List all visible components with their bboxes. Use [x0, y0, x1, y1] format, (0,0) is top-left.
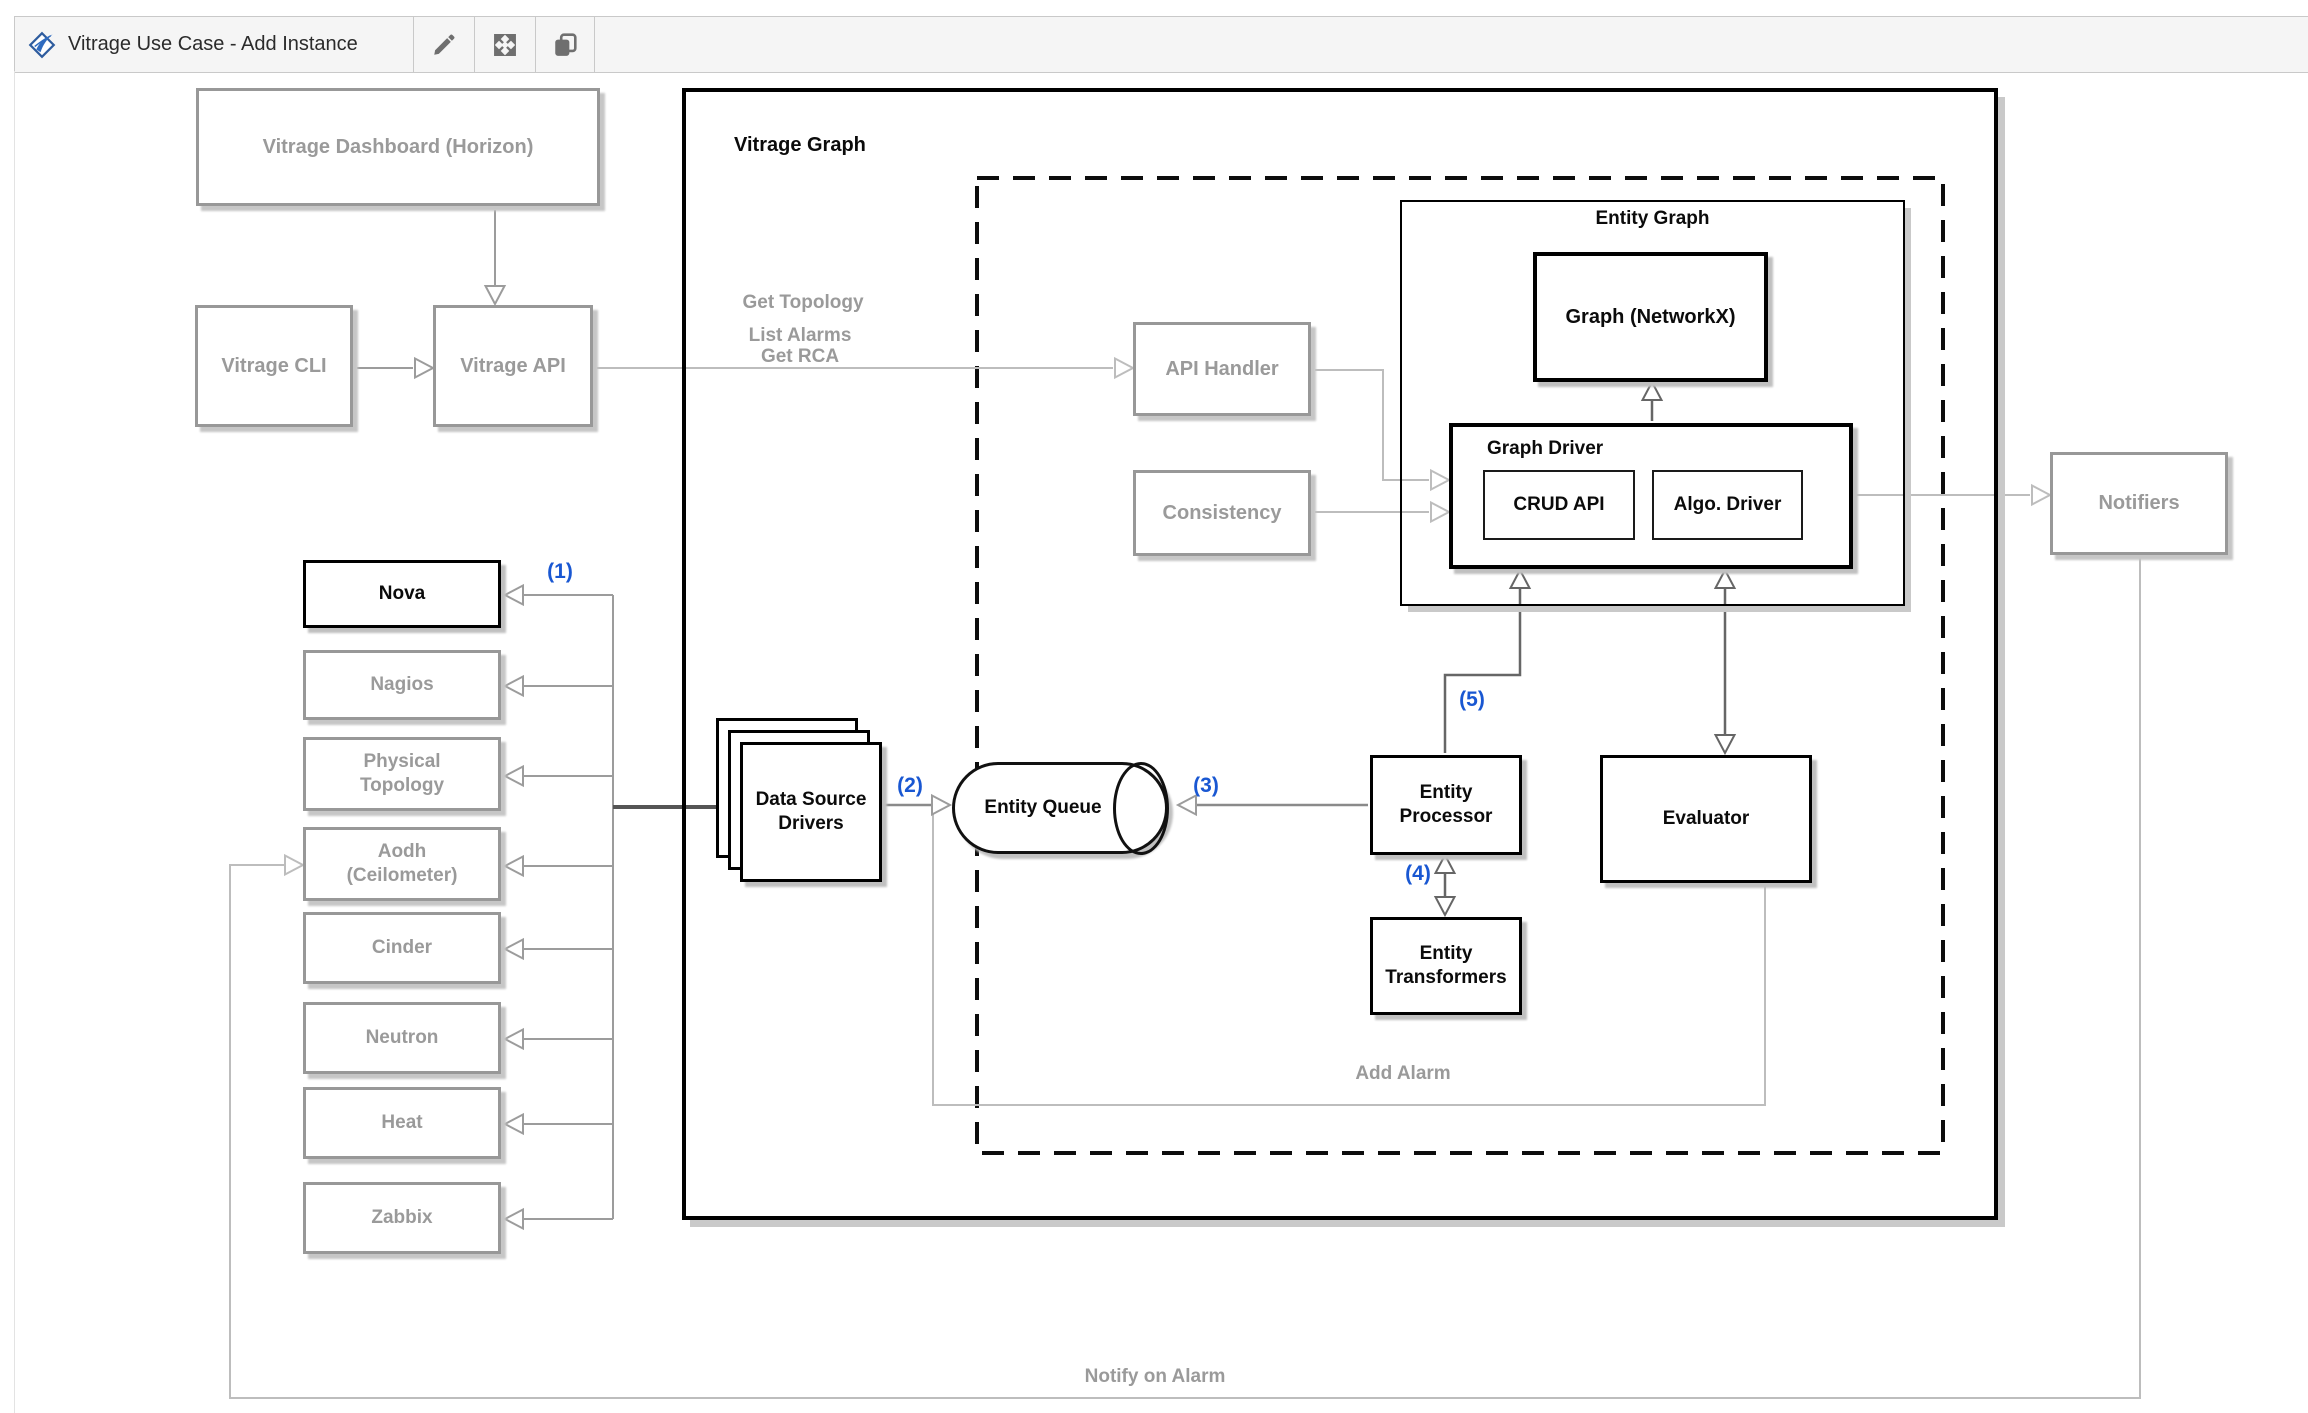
expand-icon [492, 32, 518, 58]
copy-icon [552, 32, 578, 58]
diagram-toolbar: Vitrage Use Case - Add Instance [14, 16, 2308, 73]
node-consistency: Consistency [1133, 470, 1311, 556]
graph-driver-container: Graph Driver CRUD API Algo. Driver [1449, 423, 1853, 569]
node-heat: Heat [303, 1087, 501, 1159]
node-evaluator: Evaluator [1600, 755, 1812, 883]
vitrage-graph-title: Vitrage Graph [734, 134, 866, 156]
node-vitrage-cli: Vitrage CLI [195, 305, 353, 427]
fullscreen-button[interactable] [474, 17, 535, 72]
label-get-rca: Get RCA [760, 346, 840, 367]
node-aodh: Aodh (Ceilometer) [303, 827, 501, 901]
entity-queue-label: Entity Queue [984, 797, 1102, 819]
node-vitrage-dashboard: Vitrage Dashboard (Horizon) [196, 88, 600, 206]
step-4-label: (4) [1405, 862, 1431, 885]
step-5-label: (5) [1459, 688, 1485, 711]
node-nagios: Nagios [303, 650, 501, 720]
label-list-alarms: List Alarms [748, 325, 852, 346]
node-neutron: Neutron [303, 1002, 501, 1074]
node-entity-processor: Entity Processor [1370, 755, 1522, 855]
node-nova: Nova [303, 560, 501, 628]
label-get-topology: Get Topology [742, 292, 864, 313]
pencil-icon [431, 32, 457, 58]
queue-cylinder-cap [1112, 761, 1169, 855]
node-vitrage-api: Vitrage API [433, 305, 593, 427]
node-algo-driver: Algo. Driver [1652, 470, 1803, 540]
step-3-label: (3) [1193, 774, 1219, 797]
node-api-handler: API Handler [1133, 322, 1311, 416]
graph-driver-title: Graph Driver [1487, 438, 1604, 459]
copy-button[interactable] [535, 17, 595, 72]
node-zabbix: Zabbix [303, 1182, 501, 1254]
step-2-label: (2) [897, 774, 923, 797]
node-notifiers: Notifiers [2050, 452, 2228, 555]
node-physical-topology: Physical Topology [303, 737, 501, 811]
node-graph-networkx: Graph (NetworkX) [1533, 252, 1768, 382]
node-entity-queue: Entity Queue [952, 761, 1169, 855]
vitrage-graph-shadow-right [1998, 97, 2005, 1225]
diagram-title-cell: Vitrage Use Case - Add Instance [15, 17, 413, 72]
node-crud-api: CRUD API [1483, 470, 1635, 540]
label-notify-on-alarm: Notify on Alarm [1084, 1366, 1226, 1387]
node-data-source-drivers: Data Source Drivers [740, 742, 882, 882]
content-left-border [14, 71, 15, 1413]
node-entity-transformers: Entity Transformers [1370, 917, 1522, 1015]
entity-graph-title: Entity Graph [1595, 208, 1710, 229]
node-cinder: Cinder [303, 912, 501, 984]
edit-button[interactable] [413, 17, 474, 72]
vitrage-graph-shadow-bottom [690, 1220, 2005, 1227]
diagram-logo-icon [27, 30, 57, 60]
diagram-title: Vitrage Use Case - Add Instance [68, 33, 358, 55]
step-1-label: (1) [547, 560, 573, 583]
label-add-alarm: Add Alarm [1355, 1063, 1451, 1084]
